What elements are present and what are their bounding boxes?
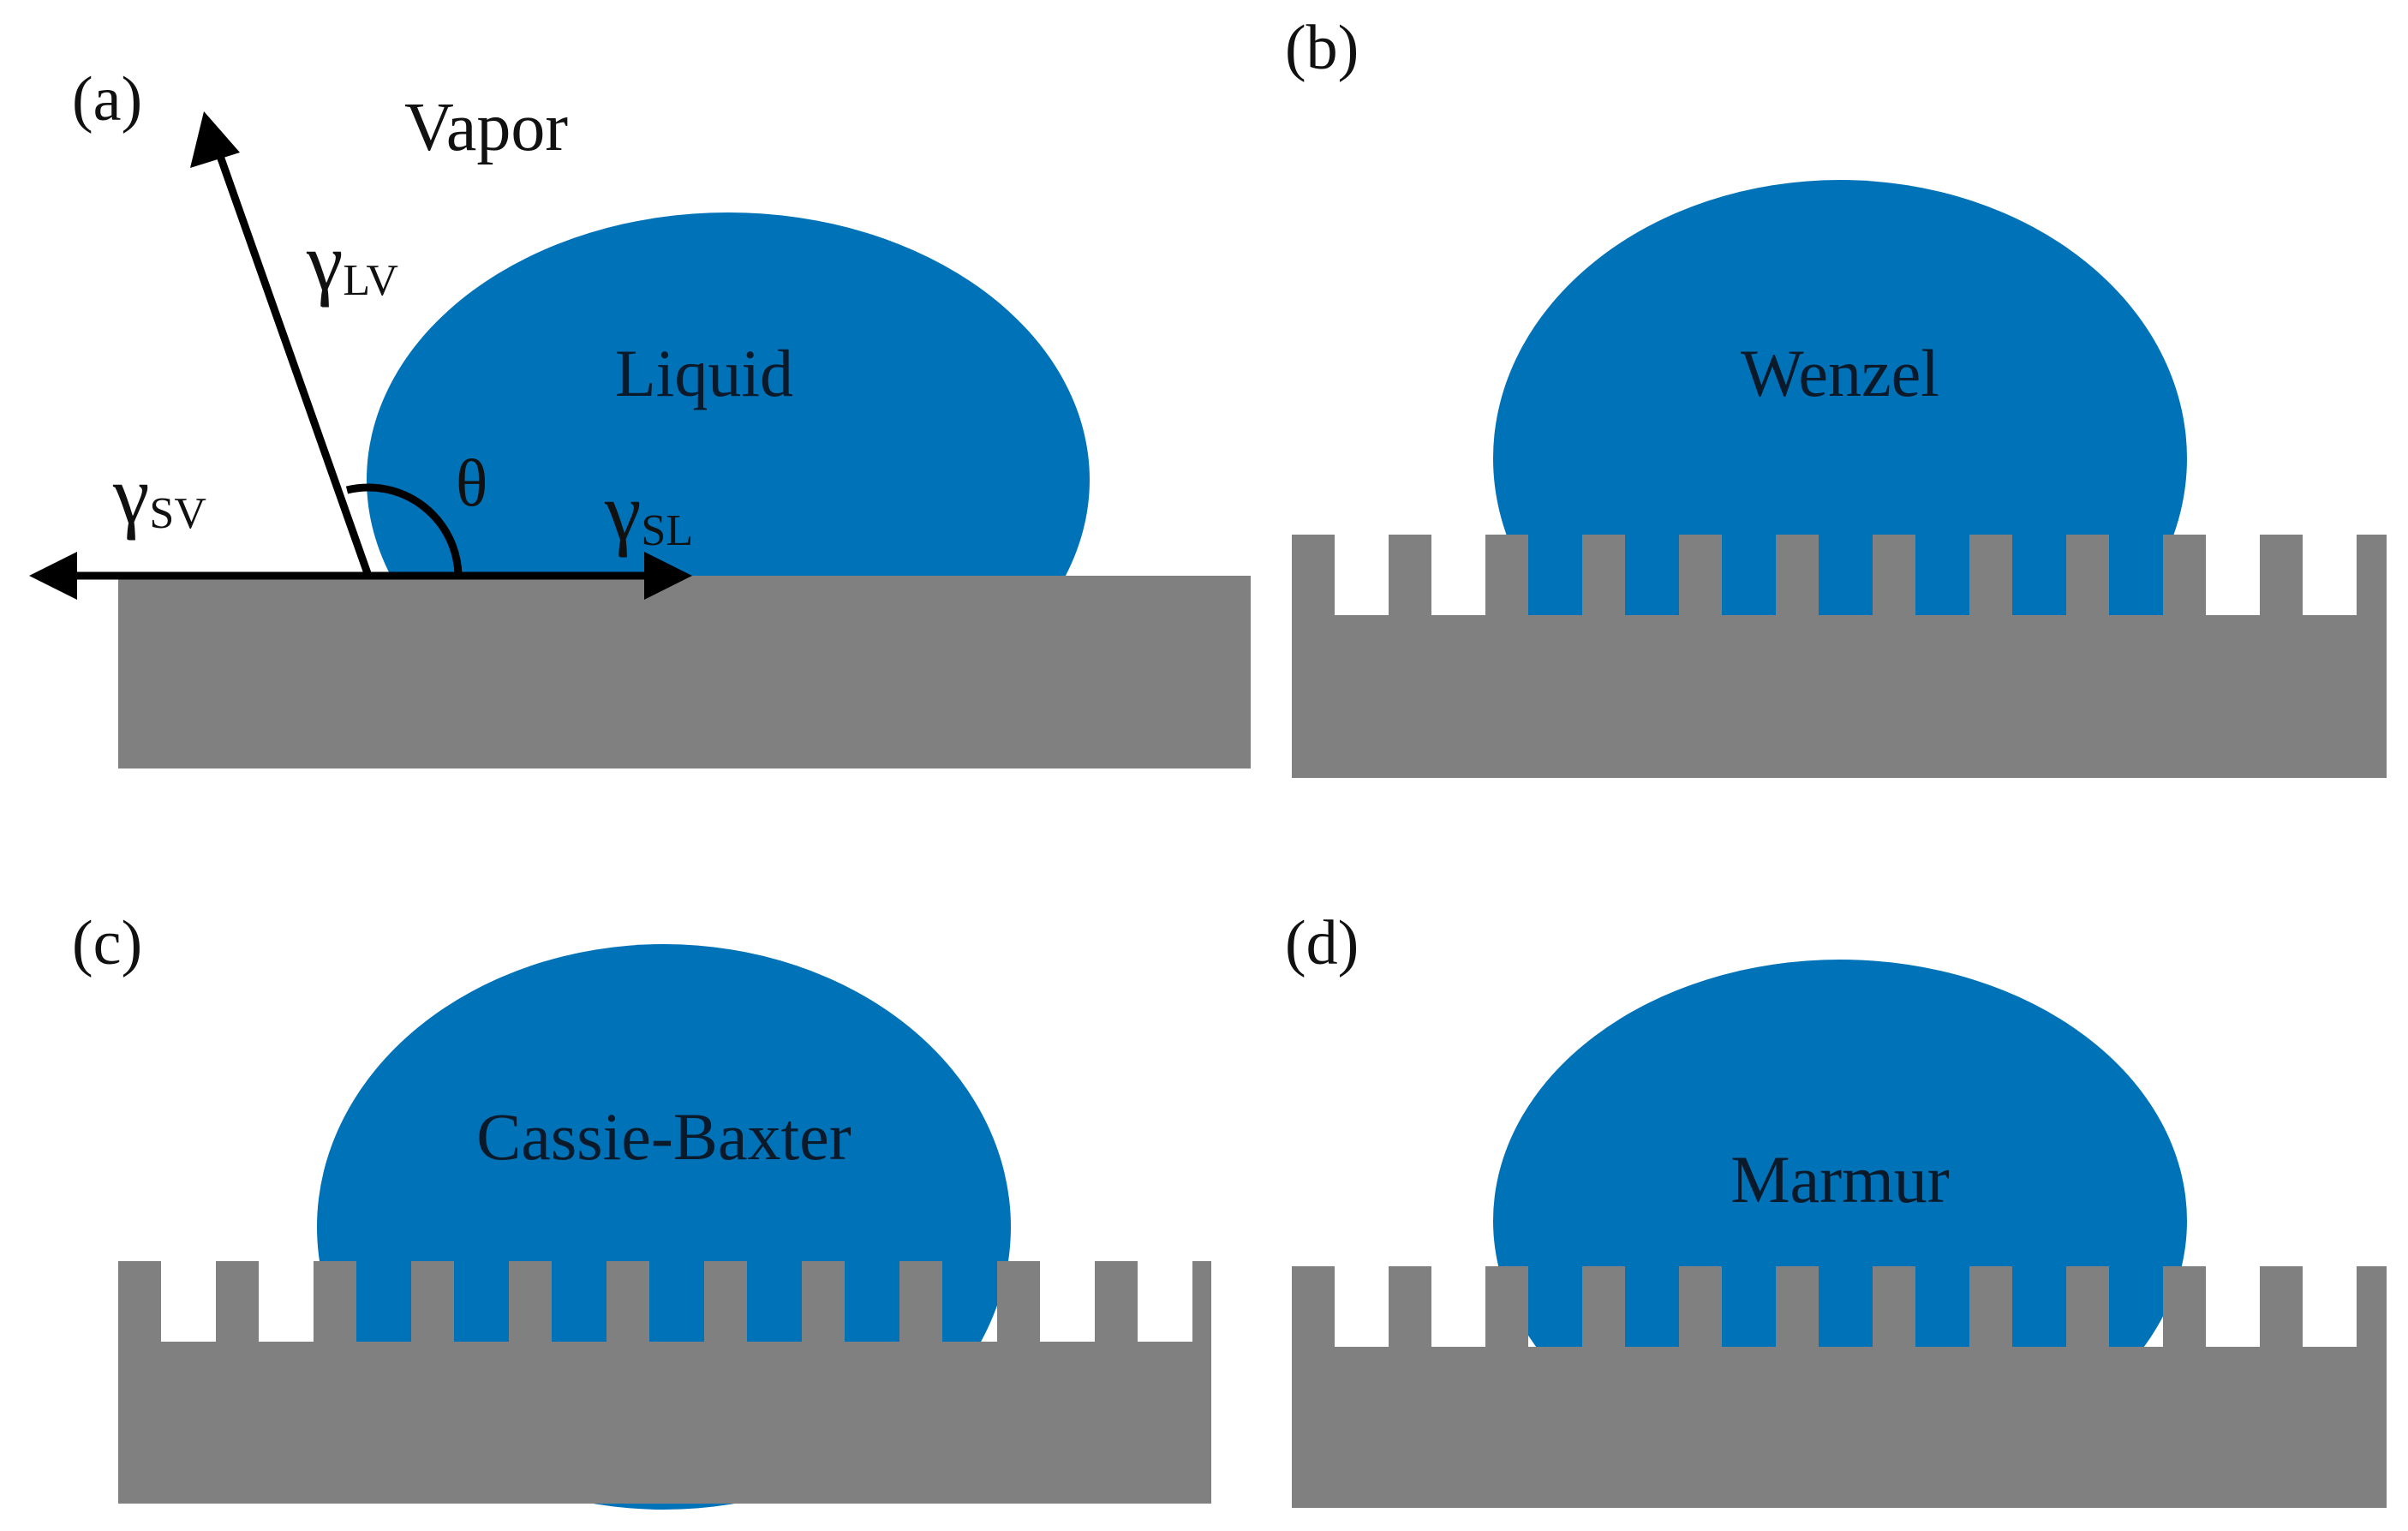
cassie-baxter-label: Cassie-Baxter	[476, 1099, 851, 1174]
rough-substrate-b	[1292, 535, 2387, 778]
panel-d: (d) Marmur	[1285, 908, 2387, 1508]
substrate-pillar	[2066, 1266, 2109, 1347]
substrate-pillar	[2066, 535, 2109, 615]
gamma-lv-vector	[212, 142, 373, 577]
substrate-pillar	[2260, 535, 2303, 615]
groove-liquid-partial	[1722, 1266, 1776, 1301]
panel-d-label: (d)	[1285, 908, 1359, 978]
substrate-pillar	[1292, 535, 1335, 615]
liquid-label: Liquid	[615, 336, 793, 410]
groove-liquid-partial	[2109, 1266, 2163, 1301]
substrate-pillar	[1095, 1261, 1138, 1342]
substrate-pillar	[802, 1261, 845, 1342]
substrate-pillar	[411, 1261, 454, 1342]
vapor-label: Vapor	[404, 90, 568, 165]
gamma-sl-label: γSL	[604, 466, 693, 558]
gamma-sl-arrowhead	[644, 552, 692, 600]
groove-liquid-filled	[1722, 535, 1776, 615]
groove-liquid-filled	[2109, 535, 2163, 615]
groove-liquid-partial	[2012, 1266, 2066, 1301]
substrate-base	[1292, 615, 2387, 778]
substrate-pillar	[1192, 1261, 1211, 1342]
theta-label: θ	[456, 446, 487, 520]
substrate-pillar	[1969, 1266, 2012, 1347]
substrate-pillar	[1873, 535, 1915, 615]
groove-liquid-partial	[1819, 1266, 1873, 1301]
substrate-pillar	[509, 1261, 552, 1342]
substrate-base	[1292, 1347, 2387, 1508]
gamma-sv-arrowhead	[29, 552, 77, 600]
substrate-pillar	[216, 1261, 259, 1342]
groove-liquid-filled	[1625, 535, 1679, 615]
substrate-pillar	[1485, 535, 1528, 615]
gamma-sv-label: γSV	[112, 449, 206, 541]
wenzel-label: Wenzel	[1741, 336, 1939, 410]
groove-liquid-partial	[1915, 1266, 1969, 1301]
substrate-pillar	[899, 1261, 942, 1342]
substrate-pillar	[2163, 535, 2206, 615]
substrate-pillar	[2357, 1266, 2387, 1347]
substrate-pillar	[118, 1261, 161, 1342]
substrate-base	[118, 1342, 1211, 1504]
substrate-pillar	[1873, 1266, 1915, 1347]
substrate-pillar	[1389, 535, 1431, 615]
groove-liquid-filled	[1915, 535, 1969, 615]
substrate-pillar	[1776, 1266, 1819, 1347]
rough-substrate-d	[1292, 1266, 2387, 1508]
groove-liquid-filled	[2012, 535, 2066, 615]
flat-substrate-a	[118, 576, 1251, 768]
substrate-pillar	[606, 1261, 649, 1342]
groove-liquid-filled	[1819, 535, 1873, 615]
substrate-pillar	[2163, 1266, 2206, 1347]
gamma-lv-label: γLV	[306, 216, 398, 308]
groove-liquid-filled	[1528, 535, 1582, 615]
panel-c: (c) Cassie-Baxter	[72, 908, 1211, 1510]
substrate-pillar	[1582, 535, 1625, 615]
panel-a-label: (a)	[72, 64, 142, 135]
substrate-pillar	[1969, 535, 2012, 615]
groove-liquid-partial	[1625, 1266, 1679, 1301]
rough-substrate-c	[118, 1261, 1211, 1504]
marmur-label: Marmur	[1730, 1142, 1950, 1217]
substrate-pillar	[1292, 1266, 1335, 1347]
contact-angle-arc	[345, 483, 463, 577]
substrate-pillar	[2357, 535, 2387, 615]
gamma-lv-arrowhead	[190, 111, 240, 168]
panel-b-label: (b)	[1285, 13, 1359, 83]
panel-a: (a) Vapor Liquid γLV γSV γSL θ	[29, 64, 1251, 768]
panel-b: (b) Wenzel	[1285, 13, 2387, 778]
substrate-pillar	[2260, 1266, 2303, 1347]
substrate-pillar	[1679, 1266, 1722, 1347]
substrate-pillar	[1485, 1266, 1528, 1347]
substrate-pillar	[1582, 1266, 1625, 1347]
groove-liquid-partial	[1528, 1266, 1582, 1301]
substrate-pillar	[1776, 535, 1819, 615]
panel-c-label: (c)	[72, 908, 142, 978]
substrate-pillar	[1679, 535, 1722, 615]
substrate-pillar	[997, 1261, 1040, 1342]
substrate-pillar	[1389, 1266, 1431, 1347]
substrate-pillar	[314, 1261, 356, 1342]
substrate-pillar	[704, 1261, 747, 1342]
